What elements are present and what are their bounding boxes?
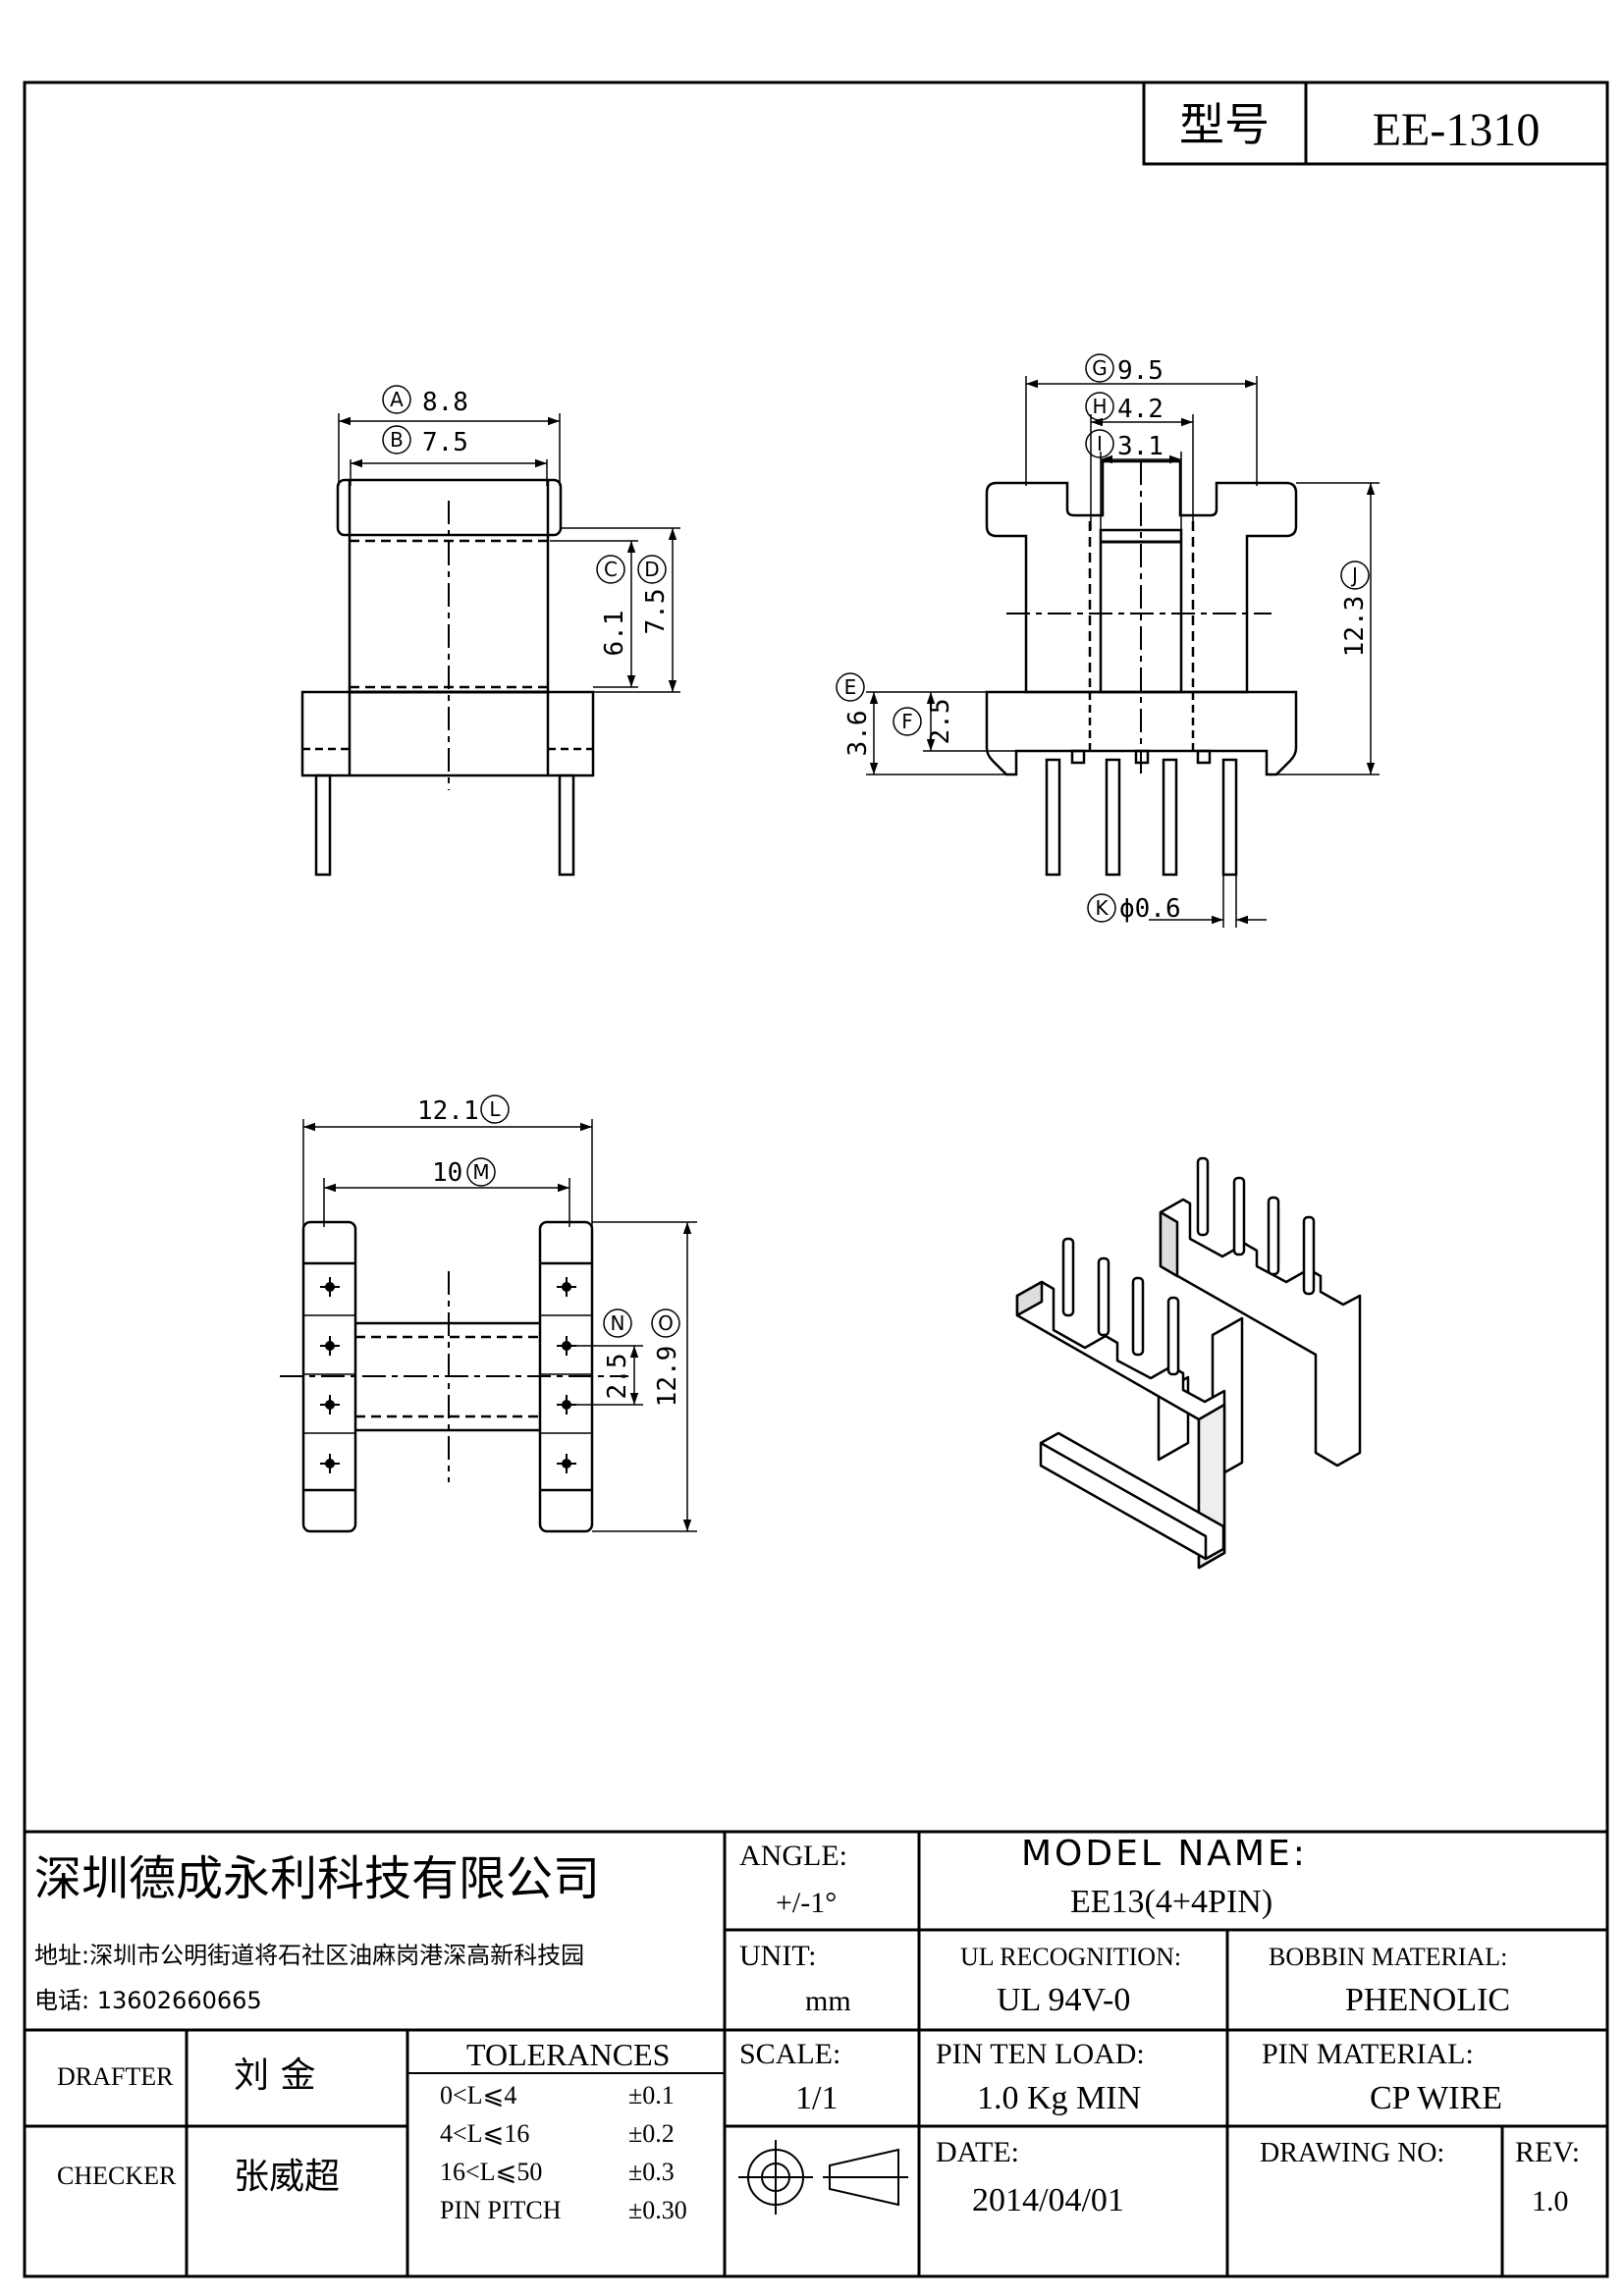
checker-label: CHECKER (57, 2162, 177, 2190)
unit-label: UNIT: (739, 1940, 817, 1972)
tolerance-table: 0<L⩽4 ±0.1 4<L⩽16 ±0.2 16<L⩽50 ±0.3 PIN … (440, 2081, 687, 2224)
pin-holes (320, 1277, 576, 1473)
ul-value: UL 94V-0 (997, 1982, 1130, 2018)
svg-text:E: E (844, 675, 857, 699)
type-label: 型号 (1179, 98, 1270, 151)
dim-J: J 12.3 (1340, 561, 1370, 657)
drawing-no-label: DRAWING NO: (1260, 2138, 1444, 2168)
date-label: DATE: (936, 2136, 1019, 2168)
date-value: 2014/04/01 (972, 2182, 1124, 2218)
svg-text:J: J (1350, 563, 1358, 587)
dim-G: G 9.5 (1085, 353, 1164, 386)
dim-A: A 8.8 (382, 385, 468, 417)
svg-text:2.5: 2.5 (603, 1354, 632, 1400)
svg-text:12.9: 12.9 (653, 1346, 682, 1408)
svg-text:10: 10 (432, 1158, 462, 1188)
drafter-label: DRAFTER (57, 2062, 174, 2091)
svg-text:2.5: 2.5 (926, 699, 955, 745)
svg-text:6.1: 6.1 (600, 611, 629, 657)
svg-text:8.8: 8.8 (422, 388, 468, 417)
svg-text:H: H (1092, 395, 1107, 418)
dim-B: B 7.5 (382, 425, 468, 457)
svg-text:9.5: 9.5 (1117, 356, 1164, 386)
dim-E: E 3.6 (836, 672, 873, 757)
tolerances-label: TOLERANCES (466, 2037, 670, 2072)
bobbin-value: PHENOLIC (1345, 1982, 1510, 2018)
dim-N: N 2.5 (603, 1308, 632, 1400)
pin-load-label: PIN TEN LOAD: (936, 2038, 1145, 2070)
dim-D: D 7.5 (637, 555, 671, 635)
model-label: MODEL NAME: (1021, 1834, 1308, 1874)
title-block (25, 1830, 1607, 2276)
unit-value: mm (805, 1985, 851, 2017)
company-name: 深圳德成永利科技有限公司 (34, 1851, 600, 1906)
dim-C: C 6.1 (596, 555, 629, 657)
svg-text:4.2: 4.2 (1117, 395, 1164, 424)
tolerance-range: 16<L⩽50 (440, 2158, 542, 2186)
scale-label: SCALE: (739, 2038, 840, 2070)
part-number: EE-1310 (1373, 104, 1541, 156)
dim-F: F 2.5 (893, 699, 955, 745)
dim-I: I 3.1 (1085, 429, 1164, 461)
rev-label: REV: (1515, 2136, 1580, 2168)
dim-M: 10 M (432, 1157, 496, 1188)
bobbin-label: BOBBIN MATERIAL: (1269, 1943, 1507, 1971)
svg-text:D: D (644, 558, 659, 581)
svg-text:C: C (604, 558, 618, 581)
projection-symbol (738, 2140, 908, 2215)
dim-H: H 4.2 (1085, 392, 1164, 424)
svg-text:A: A (390, 388, 404, 411)
top-view (280, 1119, 697, 1533)
rev-value: 1.0 (1532, 2185, 1569, 2217)
sheet-border (23, 80, 1609, 2278)
tolerance-value: ±0.2 (628, 2119, 675, 2148)
scale-value: 1/1 (795, 2080, 838, 2116)
dim-K: K ϕ0.6 (1087, 893, 1181, 924)
svg-text:L: L (489, 1097, 501, 1121)
angle-label: ANGLE: (739, 1840, 847, 1872)
pin-material-label: PIN MATERIAL: (1262, 2038, 1474, 2070)
drafter-value: 刘 金 (234, 2056, 315, 2096)
pin-load-value: 1.0 Kg MIN (977, 2080, 1141, 2116)
svg-text:ϕ0.6: ϕ0.6 (1119, 894, 1181, 924)
tolerance-value: ±0.3 (628, 2158, 675, 2186)
svg-text:7.5: 7.5 (641, 589, 671, 635)
svg-text:N: N (611, 1311, 625, 1335)
svg-text:3.1: 3.1 (1117, 432, 1164, 461)
company-address: 地址:深圳市公明街道将石社区油麻岗港深高新科技园 (34, 1942, 584, 1969)
pin-material-value: CP WIRE (1370, 2080, 1502, 2116)
tolerance-range: PIN PITCH (440, 2196, 562, 2224)
tolerance-range: 0<L⩽4 (440, 2081, 516, 2109)
svg-text:O: O (658, 1311, 674, 1335)
ul-label: UL RECOGNITION: (960, 1943, 1181, 1971)
svg-text:F: F (901, 710, 913, 733)
svg-text:12.1: 12.1 (417, 1096, 479, 1126)
tolerance-value: ±0.30 (628, 2196, 687, 2224)
front-view (300, 413, 680, 877)
svg-text:I: I (1097, 432, 1103, 455)
svg-text:B: B (390, 428, 404, 452)
tolerance-range: 4<L⩽16 (440, 2119, 529, 2148)
angle-value: +/-1° (776, 1887, 837, 1919)
model-value: EE13(4+4PIN) (1070, 1884, 1272, 1920)
part-number-box: 型号 EE-1310 (1142, 80, 1609, 166)
svg-text:M: M (472, 1160, 489, 1184)
company-phone: 电话: 13602660665 (34, 1987, 262, 2014)
svg-text:3.6: 3.6 (843, 711, 873, 757)
dim-O: O 12.9 (651, 1308, 682, 1408)
svg-text:K: K (1095, 896, 1109, 920)
side-view (866, 376, 1380, 928)
svg-text:7.5: 7.5 (422, 428, 468, 457)
dim-L: 12.1 L (417, 1095, 510, 1126)
tolerance-value: ±0.1 (628, 2081, 675, 2109)
svg-text:G: G (1092, 356, 1108, 380)
svg-text:12.3: 12.3 (1340, 596, 1370, 658)
checker-value: 张威超 (234, 2157, 340, 2197)
isometric-view (1015, 1156, 1362, 1570)
